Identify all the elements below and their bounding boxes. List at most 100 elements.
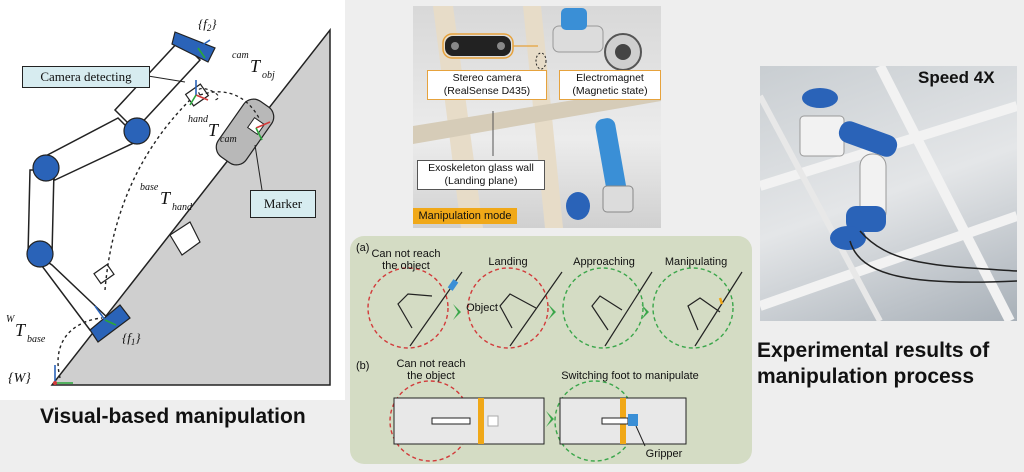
beam-3 xyxy=(413,86,661,144)
manipulation-mode-badge: Manipulation mode xyxy=(413,208,517,224)
gripper-leader xyxy=(635,425,646,447)
electromagnet-callout: Electromagnet (Magnetic state) xyxy=(559,70,661,100)
foot-f1 xyxy=(89,304,131,343)
a-step1-label: Can not reach the object xyxy=(366,248,446,272)
stereo-lens-2 xyxy=(497,42,505,50)
row-b-tag: (b) xyxy=(356,360,370,372)
frame-bar-3 xyxy=(875,66,1015,321)
marker-leader xyxy=(254,144,263,191)
frame-w-label: {W} xyxy=(8,371,31,386)
t-base-hand-main: T xyxy=(160,188,172,208)
t-hand-cam-main: T xyxy=(208,120,220,140)
wall-notch xyxy=(169,221,201,256)
camera-leader xyxy=(147,75,186,83)
cable-2 xyxy=(859,230,1017,272)
t-cam-obj-sub: obj xyxy=(262,70,275,81)
sequence-panel: (a) Can not reach the object Landing App… xyxy=(350,236,752,464)
frame-axes-hand xyxy=(189,80,209,106)
stereo-lens-1 xyxy=(451,42,459,50)
stereo-camera-callout: Stereo camera (RealSense D435) xyxy=(427,70,547,100)
marker-label: Marker xyxy=(250,190,316,218)
a-robots xyxy=(397,293,721,331)
t-hand-cam-sup: hand xyxy=(188,114,209,125)
frame-axes-marker xyxy=(255,121,271,141)
a-circle-3 xyxy=(562,267,644,349)
frame-axes-w xyxy=(53,365,73,385)
object-marker xyxy=(447,279,459,291)
b-robot-1 xyxy=(431,417,471,425)
cam-obj-path xyxy=(199,91,261,121)
joint-3 xyxy=(26,240,54,268)
a-step2-label: Landing xyxy=(488,256,528,268)
w-base-path xyxy=(57,317,103,379)
right-caption-line2: manipulation process xyxy=(757,365,975,388)
arm-top-blue xyxy=(561,8,587,30)
electromagnet-core xyxy=(615,44,631,60)
speed-label: Speed 4X xyxy=(918,68,995,87)
wall-label-line1: Exoskeleton glass wall xyxy=(428,162,534,174)
a-circle-1 xyxy=(367,267,449,349)
robot-link-3 xyxy=(846,206,886,232)
frame-f1-label: {f1} xyxy=(122,330,141,347)
a-arrow-1 xyxy=(453,304,461,320)
left-caption: Visual-based manipulation xyxy=(40,405,306,428)
frame-bar-4 xyxy=(760,94,883,321)
b-arrow xyxy=(546,411,554,427)
frame-axes-f1 xyxy=(94,305,117,326)
t-base-hand-sub: hand xyxy=(172,202,193,213)
manipulate-contact xyxy=(718,297,724,305)
a-circle-2 xyxy=(467,267,549,349)
hardware-photo: Stereo camera (RealSense D435) Electroma… xyxy=(413,6,661,228)
robot-body xyxy=(799,115,845,157)
right-caption: Experimental results of manipulation pro… xyxy=(757,338,989,390)
stereo-camera-icon xyxy=(445,36,511,56)
joint-1 xyxy=(123,117,151,145)
a-arrow-2 xyxy=(548,304,556,320)
gripper-block xyxy=(602,185,634,213)
robot-foot xyxy=(830,226,866,250)
foot-blue xyxy=(566,192,590,220)
stereo-label-line2: (RealSense D435) xyxy=(443,85,531,97)
base-hand-path xyxy=(104,99,191,291)
a-circle-4 xyxy=(652,267,734,349)
foot-f2 xyxy=(171,31,216,63)
marker-pattern xyxy=(246,116,266,136)
camera-detecting-label: Camera detecting xyxy=(22,66,150,88)
magnet-highlight xyxy=(535,52,547,70)
b-step1-line1: Can not reach xyxy=(396,358,466,370)
b-step1-label: Can not reach the object xyxy=(386,358,476,382)
b-robot-2 xyxy=(601,417,629,425)
a-arrow-3 xyxy=(641,304,649,320)
experiment-photo: Speed 4X xyxy=(760,66,1017,321)
experiment-illustration xyxy=(760,66,1017,321)
t-w-base-sup: W xyxy=(6,314,16,325)
marker-plate xyxy=(215,98,275,166)
t-w-base-main: T xyxy=(15,320,27,340)
frame-f2-label: {f2} xyxy=(198,16,217,33)
hand-cam-path xyxy=(197,87,219,101)
hardware-illustration xyxy=(413,6,661,228)
joint-2 xyxy=(32,154,60,182)
sequence-illustration xyxy=(367,267,743,462)
stereo-label-line1: Stereo camera xyxy=(452,72,522,84)
object-label: Object xyxy=(466,302,498,314)
robot-foot-top xyxy=(802,88,838,108)
b-gripper xyxy=(628,414,638,426)
t-w-base-sub: base xyxy=(27,334,46,345)
b-step1-line2: the object xyxy=(407,370,455,382)
b-edge-1 xyxy=(478,398,484,444)
a-step3-label: Approaching xyxy=(573,256,635,268)
magnet-label-line2: (Magnetic state) xyxy=(572,85,648,97)
magnet-label-line1: Electromagnet xyxy=(576,72,644,84)
b-step2-label: Switching foot to manipulate xyxy=(561,370,699,382)
camera-icon-bottom xyxy=(93,263,115,285)
frame-bar-2 xyxy=(760,211,1017,311)
robot-link-1 xyxy=(838,121,898,157)
t-base-hand-sup: base xyxy=(140,182,159,193)
row-a-tag: (a) xyxy=(356,242,370,254)
wall-callout: Exoskeleton glass wall (Landing plane) xyxy=(417,160,545,190)
a-step1-line2: the object xyxy=(382,260,430,272)
gripper-label: Gripper xyxy=(645,448,683,460)
a-step1-line1: Can not reach xyxy=(371,248,441,260)
arm-link-blue xyxy=(595,118,627,198)
